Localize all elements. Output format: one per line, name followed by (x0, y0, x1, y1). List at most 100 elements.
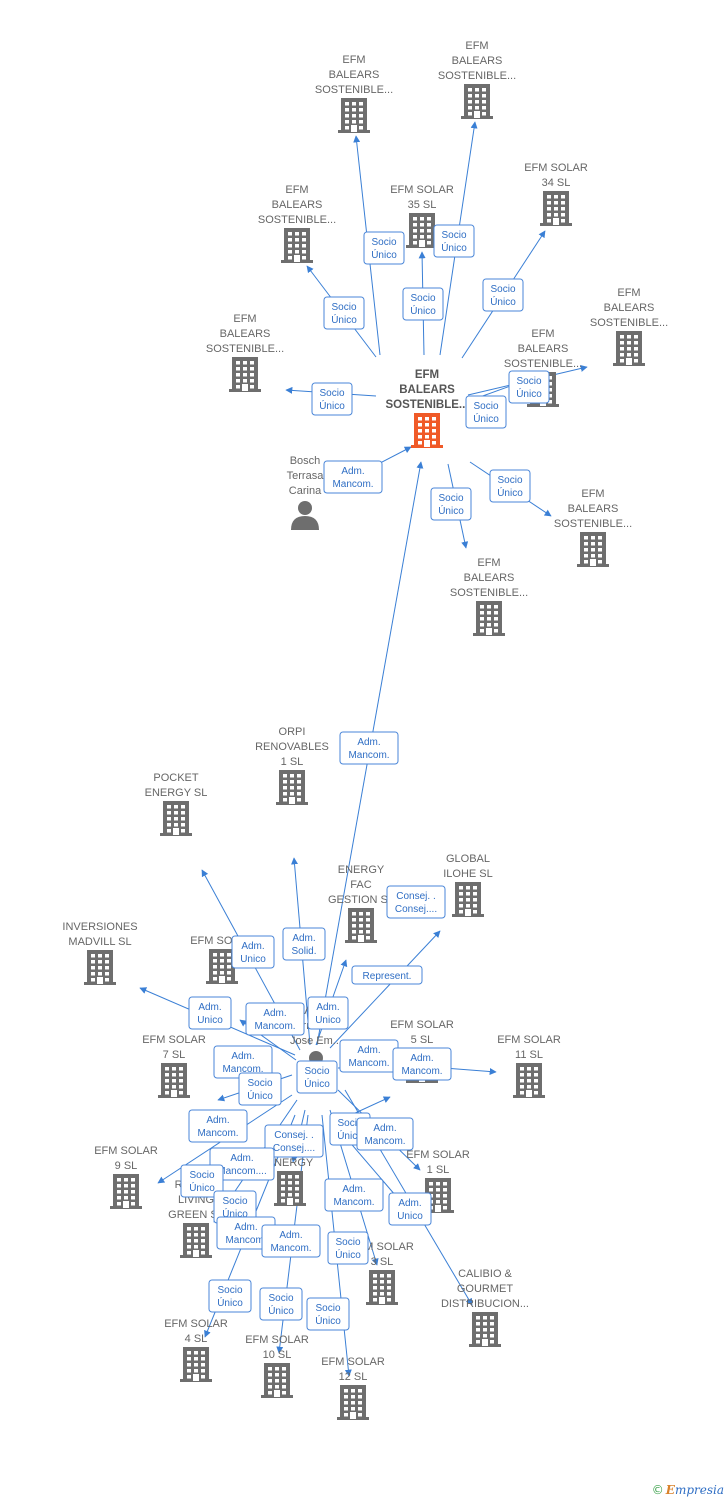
relation-badge[interactable]: Adm.Mancom. (245, 1002, 305, 1036)
node-label-line: SOSTENIBLE... (438, 70, 516, 82)
relation-badge-box (433, 224, 475, 258)
node-n7[interactable]: EFMBALEARSSOSTENIBLE... (504, 328, 582, 407)
relation-badge-box (323, 460, 383, 494)
relation-badge[interactable]: Adm.Mancom. (188, 1109, 248, 1143)
building-icon (160, 801, 192, 836)
relation-badge[interactable]: Adm.Unico (388, 1192, 432, 1226)
relation-badge-box (324, 1178, 384, 1212)
relation-badge[interactable]: Adm.Mancom. (339, 1039, 399, 1073)
node-label-line: ENERGY (338, 864, 385, 876)
relation-badge-text: Único (268, 1304, 294, 1317)
building-icon (406, 213, 438, 248)
relation-badge-box (323, 296, 365, 330)
relation-badge-text: Socio (217, 1285, 242, 1296)
relation-badge[interactable]: Represent. (351, 965, 423, 985)
node-n6[interactable]: EFMBALEARSSOSTENIBLE... (590, 287, 668, 366)
relation-badge-box (264, 1124, 324, 1158)
relation-badge-text: Socio (189, 1170, 214, 1181)
building-icon (345, 908, 377, 943)
node-n23[interactable]: ENERGY (267, 1157, 314, 1206)
node-label-line: GLOBAL (446, 853, 490, 865)
node-n27[interactable]: CALIBIO &GOURMETDISTRIBUCION... (441, 1268, 529, 1347)
relation-badge[interactable]: Adm.Mancom. (323, 460, 383, 494)
relation-badge-text: Mancom. (348, 1058, 389, 1069)
node-label-line: Bosch (290, 455, 321, 467)
relation-badge[interactable]: Consej. .Consej.... (264, 1124, 324, 1158)
relation-badge[interactable]: Adm.Mancom. (216, 1216, 276, 1250)
node-label-line: EFM (342, 54, 365, 66)
relation-badge[interactable]: Adm.Mancom. (324, 1178, 384, 1212)
relation-badge[interactable]: Adm.Unico (307, 996, 349, 1030)
node-n2[interactable]: EFMBALEARSSOSTENIBLE... (438, 40, 516, 119)
relation-badge[interactable]: Adm.Mancom. (261, 1224, 321, 1258)
relation-badge-box (327, 1231, 369, 1265)
building-icon (261, 1363, 293, 1398)
relation-badge[interactable]: Consej. .Consej.... (386, 885, 446, 919)
relation-badge[interactable]: Adm.Mancom. (339, 731, 399, 765)
relation-badge-text: Socio (319, 388, 344, 399)
node-n11[interactable]: EFMBALEARSSOSTENIBLE... (450, 557, 528, 636)
relation-badge-text: Mancom.... (217, 1166, 266, 1177)
node-n1[interactable]: EFMBALEARSSOSTENIBLE... (315, 54, 393, 133)
node-label-line: Carina (289, 485, 322, 497)
node-label-line: EFM SOLAR (321, 1356, 385, 1368)
relation-badge[interactable]: Adm.Unico (188, 996, 232, 1030)
relation-badge-text: Único (247, 1089, 273, 1102)
relation-badge[interactable]: Adm.Mancom.... (209, 1147, 275, 1181)
node-label-line: ENERGY (267, 1157, 314, 1169)
node-n5[interactable]: EFMBALEARSSOSTENIBLE... (258, 184, 336, 263)
relation-badge-text: Socio (490, 284, 515, 295)
edge-n18-n14 (329, 930, 441, 1049)
node-n0[interactable]: EFMBALEARSSOSTENIBLE... (385, 369, 469, 448)
relation-badge[interactable]: Adm.Unico (231, 935, 275, 969)
node-label-line: 10 SL (263, 1349, 292, 1361)
node-n8[interactable]: EFMBALEARSSOSTENIBLE... (206, 313, 284, 392)
building-icon (337, 1385, 369, 1420)
relation-badge-text: Mancom. (197, 1128, 238, 1139)
node-label-line: SOSTENIBLE... (206, 343, 284, 355)
relation-badge-box (465, 395, 507, 429)
node-n10[interactable]: EFMBALEARSSOSTENIBLE... (554, 488, 632, 567)
node-label-line: EFM SOLAR (497, 1034, 561, 1046)
relation-badge[interactable]: Adm.Mancom. (356, 1117, 414, 1151)
relation-badge-text: Único (335, 1248, 361, 1261)
relation-badge-box (356, 1117, 414, 1151)
relation-badge[interactable]: Adm.Solid. (282, 927, 326, 961)
building-icon (206, 949, 238, 984)
relation-badge[interactable]: Adm.Mancom. (392, 1047, 452, 1081)
relation-badge-text: Único (473, 412, 499, 425)
relation-badge-text: Socio (222, 1196, 247, 1207)
node-label-line: Jose Em... (290, 1035, 342, 1047)
